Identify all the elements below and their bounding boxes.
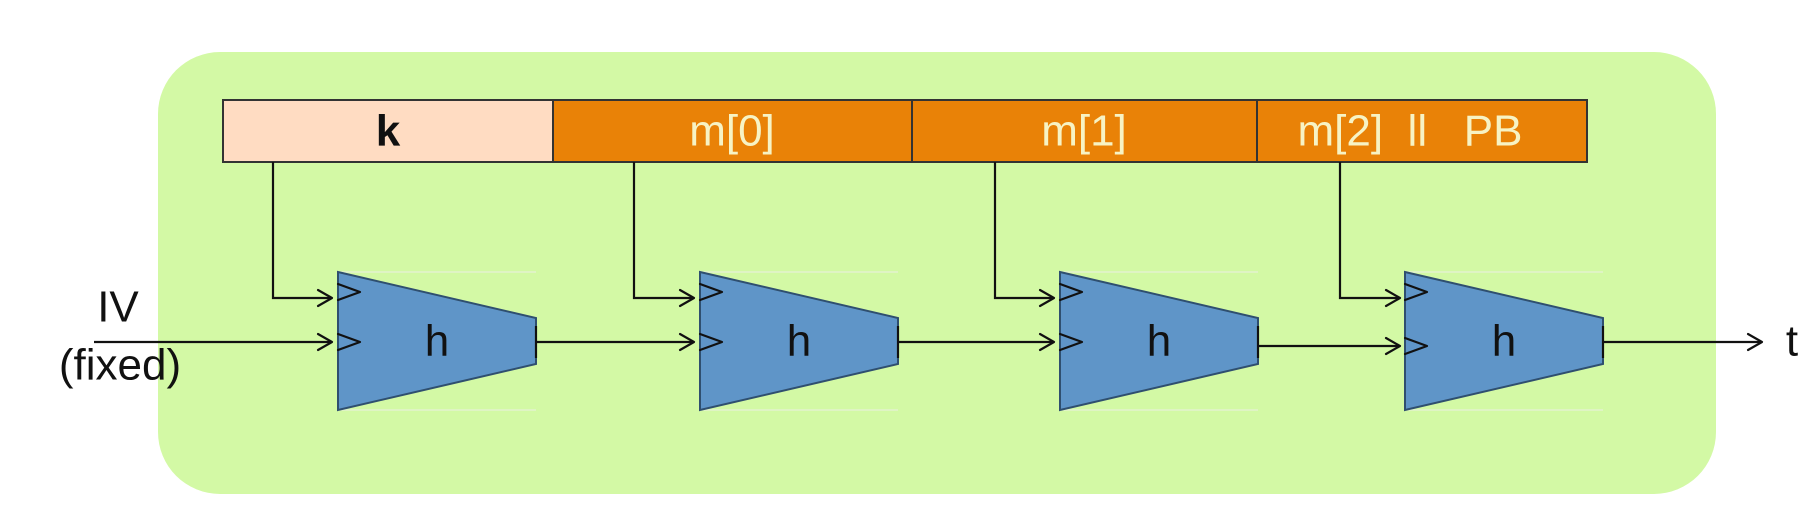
compression-function-4: h xyxy=(1403,270,1605,412)
arrow-head xyxy=(1038,288,1056,308)
clock-input-mark xyxy=(698,332,724,352)
compression-function-shape xyxy=(1404,270,1604,412)
key-block-label: k xyxy=(376,107,401,156)
arrow-head xyxy=(1038,332,1056,352)
compression-function-2: h xyxy=(698,270,900,412)
compression-function-label: h xyxy=(1147,317,1171,366)
message-block-0-box xyxy=(552,99,913,163)
arrow-head xyxy=(678,332,696,352)
clock-input-mark xyxy=(1403,336,1429,356)
compression-function-shape xyxy=(1059,270,1259,412)
message-block-1-label: m[1] xyxy=(1041,107,1127,156)
output-tag-label: t xyxy=(1786,317,1798,366)
clock-input-mark xyxy=(336,332,362,352)
block-input-wires xyxy=(271,162,1402,308)
clock-input-mark xyxy=(698,282,724,302)
compression-function-label: h xyxy=(1492,317,1516,366)
clock-input-mark xyxy=(1058,332,1084,352)
clock-input-mark xyxy=(336,282,362,302)
message-block-0: m[0] xyxy=(552,99,913,163)
arrow-head xyxy=(316,332,334,352)
arrow-head xyxy=(1384,336,1402,356)
arrow-head xyxy=(1746,332,1764,352)
chaining-wires xyxy=(94,332,1764,356)
arrow-head xyxy=(1384,288,1402,308)
iv-input-label: IV (fixed) xyxy=(59,283,181,390)
message-block-2-padding-label: m[2] ll PB xyxy=(1298,107,1523,156)
compression-function-3: h xyxy=(1058,270,1260,412)
message-block-2-padding: m[2] ll PB xyxy=(1256,99,1588,163)
m1-to-h3-wire xyxy=(993,162,1052,300)
arrow-head xyxy=(678,288,696,308)
key-block: k xyxy=(222,99,554,163)
key-to-h1-wire xyxy=(271,162,330,300)
iv-fixed-label: (fixed) xyxy=(59,341,181,390)
arrow-head xyxy=(316,288,334,308)
guide-lines xyxy=(338,271,1603,411)
message-block-0-label: m[0] xyxy=(689,107,775,156)
message-block-2-padding-box xyxy=(1256,99,1588,163)
compression-function-label: h xyxy=(787,317,811,366)
message-block-1: m[1] xyxy=(911,99,1258,163)
compression-function-shape xyxy=(337,270,537,412)
m2-to-h4-wire xyxy=(1338,162,1398,300)
input-block-row: k m[0] m[1] m[2] ll PB xyxy=(222,99,1588,163)
iv-label: IV xyxy=(97,283,139,332)
clock-input-mark xyxy=(1058,282,1084,302)
compression-function-label: h xyxy=(425,317,449,366)
clock-input-mark xyxy=(1403,282,1429,302)
compression-function-shape xyxy=(699,270,899,412)
compression-function-1: h xyxy=(336,270,538,412)
m0-to-h2-wire xyxy=(632,162,692,300)
